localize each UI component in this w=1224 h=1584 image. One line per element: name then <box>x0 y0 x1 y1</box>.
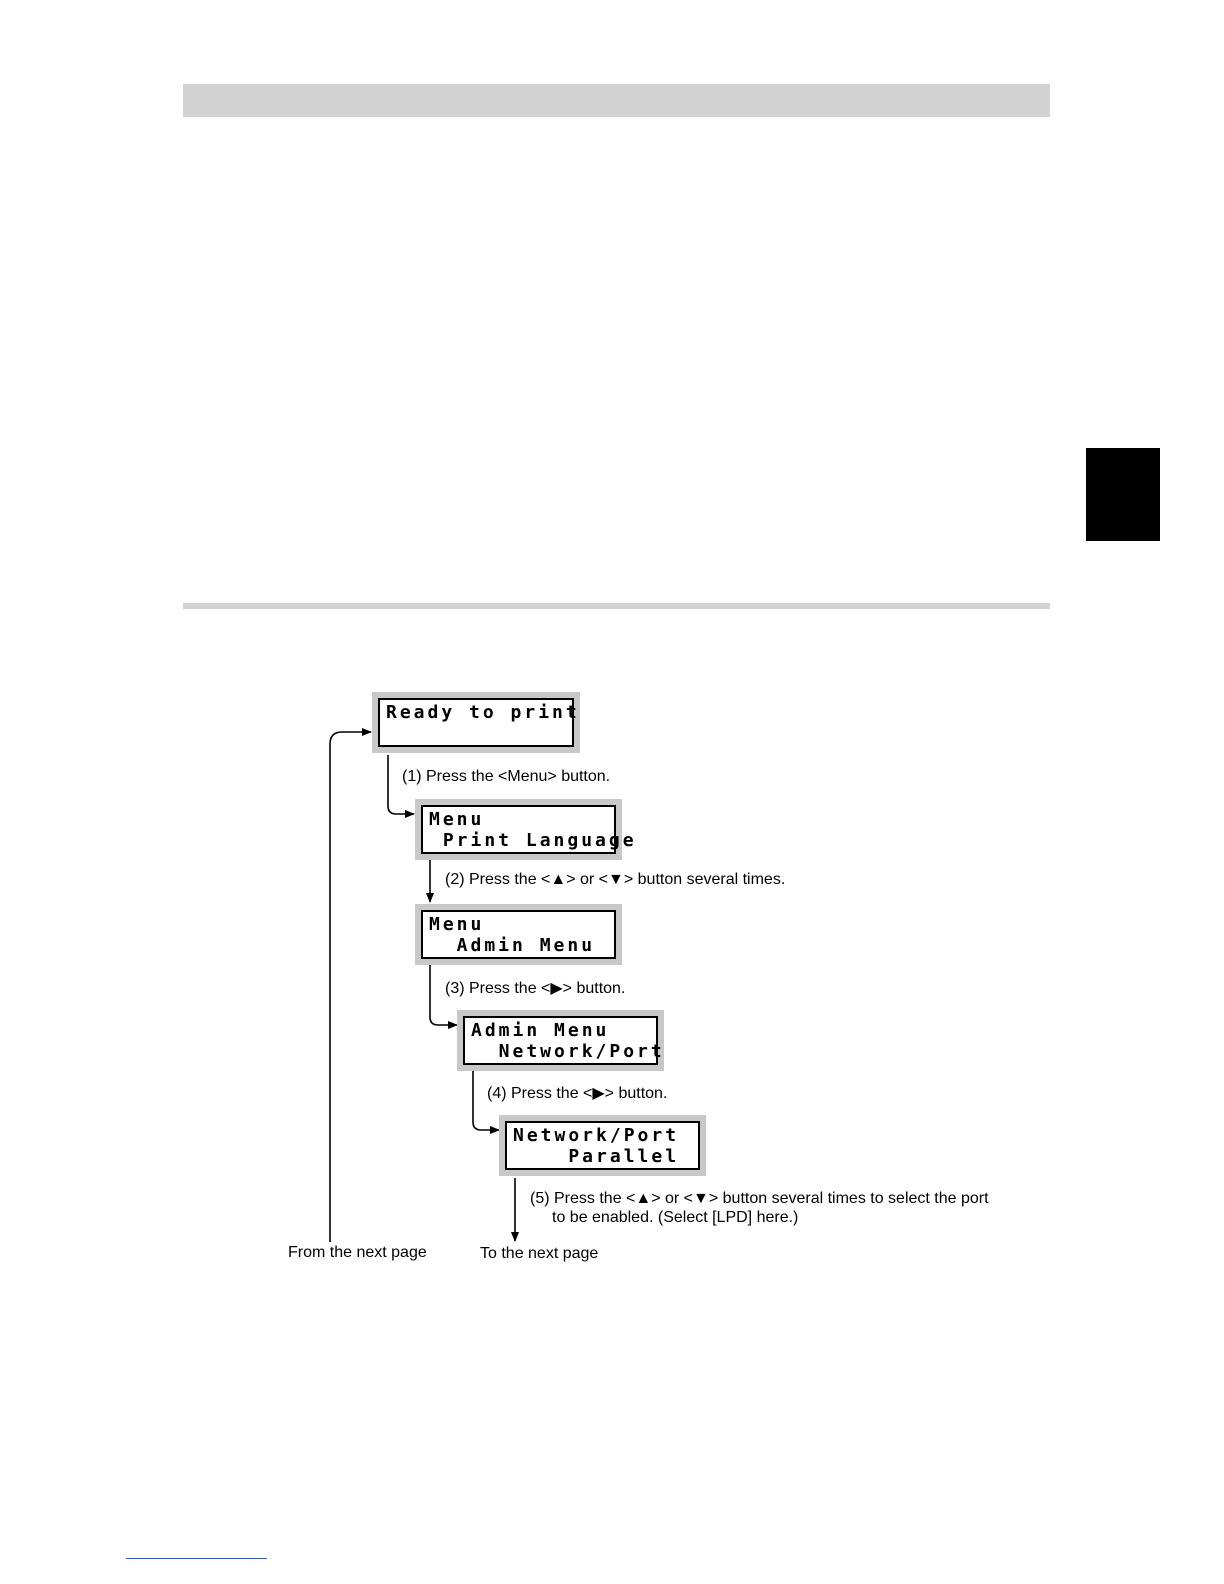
lcd-line-1: Ready to print <box>386 702 580 723</box>
arrow-from-next-page <box>329 728 372 1242</box>
footer-rule <box>126 1558 267 1559</box>
arrow-step-4 <box>472 1071 500 1134</box>
to-next-page-caption: To the next page <box>480 1245 599 1262</box>
from-next-page-caption: From the next page <box>288 1244 427 1261</box>
lcd-display-network-port-parallel: Network/Port Parallel <box>499 1115 706 1176</box>
lcd-line-2: Network/Port <box>471 1041 665 1062</box>
step-5-text: (5) Press the <▲> or <▼> button several … <box>530 1190 989 1207</box>
lcd-line-2: Admin Menu <box>429 935 596 956</box>
lcd-display-ready: Ready to print <box>372 692 580 753</box>
lcd-display-menu-print-language: Menu Print Language <box>415 799 634 860</box>
chapter-tab <box>1086 448 1160 541</box>
lcd-display-menu-admin-menu: Menu Admin Menu <box>415 904 622 965</box>
step-4-text: (4) Press the <▶> button. <box>487 1085 668 1102</box>
lcd-display-admin-menu-network-port: Admin Menu Network/Port <box>457 1010 664 1071</box>
arrow-step-1 <box>387 755 415 818</box>
lcd-line-2: Print Language <box>429 830 637 851</box>
step-3-text: (3) Press the <▶> button. <box>445 980 626 997</box>
lcd-line-1: Network/Port <box>513 1125 680 1146</box>
header-bar <box>183 84 1050 117</box>
lcd-line-1: Menu <box>429 809 485 830</box>
step-5-text-continued: to be enabled. (Select [LPD] here.) <box>552 1209 799 1226</box>
step-2-text: (2) Press the <▲> or <▼> button several … <box>445 871 786 888</box>
lcd-line-1: Admin Menu <box>471 1020 610 1041</box>
section-divider <box>183 603 1050 609</box>
step-1-text: (1) Press the <Menu> button. <box>402 768 611 785</box>
arrow-step-3 <box>429 965 458 1029</box>
lcd-line-2: Parallel <box>513 1146 680 1167</box>
lcd-line-1: Menu <box>429 914 485 935</box>
